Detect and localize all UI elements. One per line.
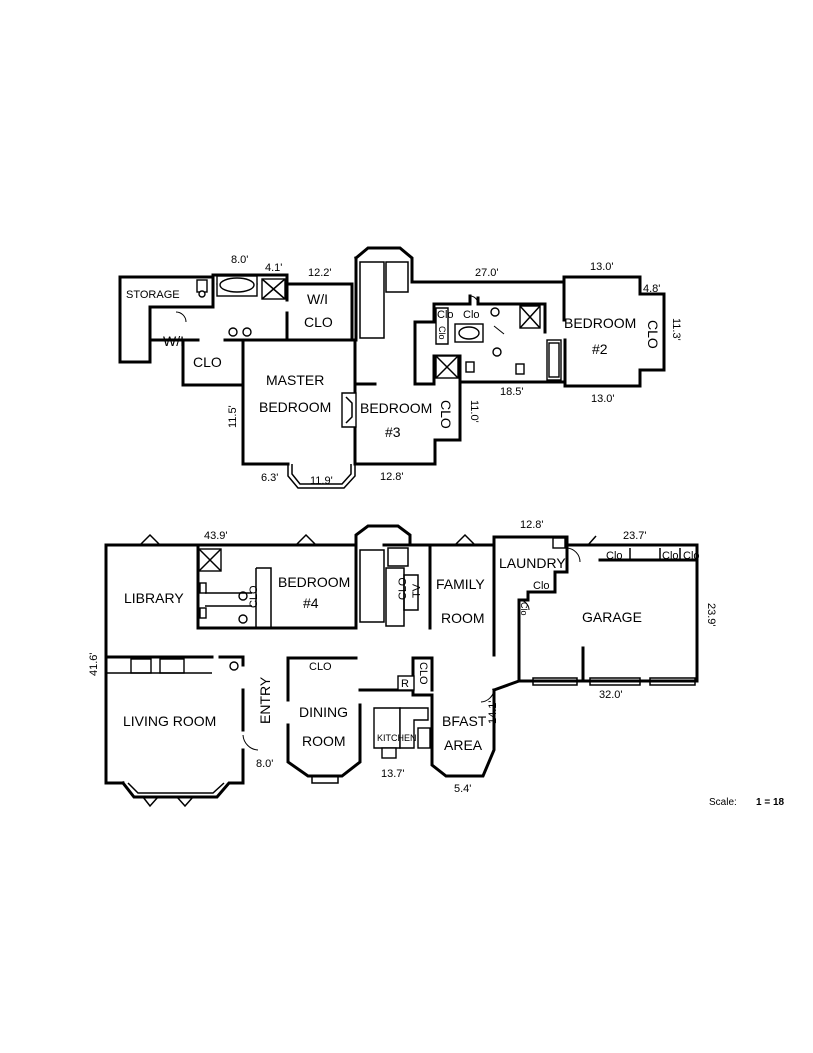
dim-label: 11.9': [310, 475, 333, 487]
dim-label: 13.7': [381, 768, 405, 780]
dim-label: 11.3': [670, 318, 682, 341]
clo-laundry-2-label: Clo: [519, 602, 529, 616]
dim-label: 13.0': [591, 393, 615, 405]
clo-garage-2-label: Clo: [662, 550, 679, 562]
dim-label: 27.0': [475, 267, 499, 279]
lower-floor: [104, 524, 699, 808]
dim-label: 11.0': [468, 400, 480, 423]
dim-label: 8.0': [231, 254, 248, 266]
dim-label: 14.1': [487, 700, 499, 724]
bedroom-3-label-2: #3: [385, 424, 401, 440]
bedroom-4-label-1: BEDROOM: [278, 574, 350, 590]
clo-upper-2-label: Clo: [463, 309, 480, 321]
dining-room-label-2: ROOM: [302, 733, 346, 749]
walk-in-top-label: W/I: [307, 291, 328, 307]
dim-label: 23.7': [623, 530, 647, 542]
master-bedroom-label-2: BEDROOM: [259, 399, 331, 415]
refrigerator-label: R: [401, 678, 409, 690]
walk-in-left-label: W/I: [163, 333, 184, 349]
clo-garage-1-label: Clo: [606, 550, 623, 562]
closet-library-label: CLO: [248, 585, 260, 608]
living-room-label: LIVING ROOM: [123, 713, 216, 729]
dim-label: 18.5': [500, 386, 524, 398]
dim-label: 8.0': [256, 758, 273, 770]
upper-floor: [118, 246, 666, 489]
closet-left-label: CLO: [193, 354, 222, 370]
clo-upper-1-label: Clo: [437, 309, 454, 321]
garage-label: GARAGE: [582, 609, 642, 625]
dim-label: 4.8': [643, 283, 660, 295]
dimension-labels: 8.0' 4.1' 12.2' 27.0' 13.0' 4.8' 11.3' 1…: [88, 254, 717, 795]
dim-label: 41.6': [88, 652, 100, 676]
storage-label: STORAGE: [126, 289, 180, 301]
entry-label: ENTRY: [257, 676, 273, 724]
dim-label: 32.0': [599, 689, 623, 701]
dim-label: 5.4': [454, 783, 471, 795]
dim-label: 12.2': [308, 267, 332, 279]
kitchen-label: KITCHEN: [377, 733, 417, 743]
bedroom-4-label-2: #4: [303, 595, 319, 611]
dim-label: 6.3': [261, 472, 278, 484]
scale-legend: Scale: 1 = 18: [709, 797, 785, 808]
bedroom-3-label-1: BEDROOM: [360, 400, 432, 416]
laundry-label: LAUNDRY: [499, 555, 566, 571]
dim-label: 11.5': [227, 405, 239, 428]
scale-label: Scale:: [709, 797, 737, 808]
library-label: LIBRARY: [124, 590, 184, 606]
closet-top-label: CLO: [304, 314, 333, 330]
bedroom-2-label-1: BEDROOM: [564, 315, 636, 331]
tv-label: TV: [411, 583, 423, 598]
dim-label: 12.8': [380, 471, 404, 483]
family-room-label-1: FAMILY: [436, 576, 485, 592]
dim-label: 43.9': [204, 530, 228, 542]
clo-upper-3-label: Clo: [437, 326, 447, 340]
clo-garage-3-label: Clo: [683, 550, 700, 562]
dim-label: 12.8': [520, 519, 544, 531]
closet-bedroom-2-label: CLO: [645, 320, 661, 349]
bfast-area-label-1: BFAST: [442, 713, 487, 729]
bedroom-2-label-2: #2: [592, 341, 608, 357]
master-bedroom-label-1: MASTER: [266, 372, 324, 388]
dim-label: 4.1': [265, 262, 282, 274]
room-labels: STORAGE W/I CLO W/I CLO MASTER BEDROOM B…: [123, 289, 700, 753]
closet-stair-label: CLO: [397, 577, 409, 600]
closet-bedroom-3-label: CLO: [438, 400, 454, 429]
family-room-label-2: ROOM: [441, 610, 485, 626]
dining-room-label-1: DINING: [299, 704, 348, 720]
dim-label: 13.0': [590, 261, 614, 273]
dim-label: 23.9': [705, 603, 717, 627]
closet-entry-label: CLO: [309, 661, 332, 673]
clo-laundry-1-label: Clo: [533, 580, 550, 592]
bfast-area-label-2: AREA: [444, 737, 483, 753]
scale-value: 1 = 18: [756, 797, 785, 808]
closet-kitchen-label: CLO: [417, 662, 429, 685]
